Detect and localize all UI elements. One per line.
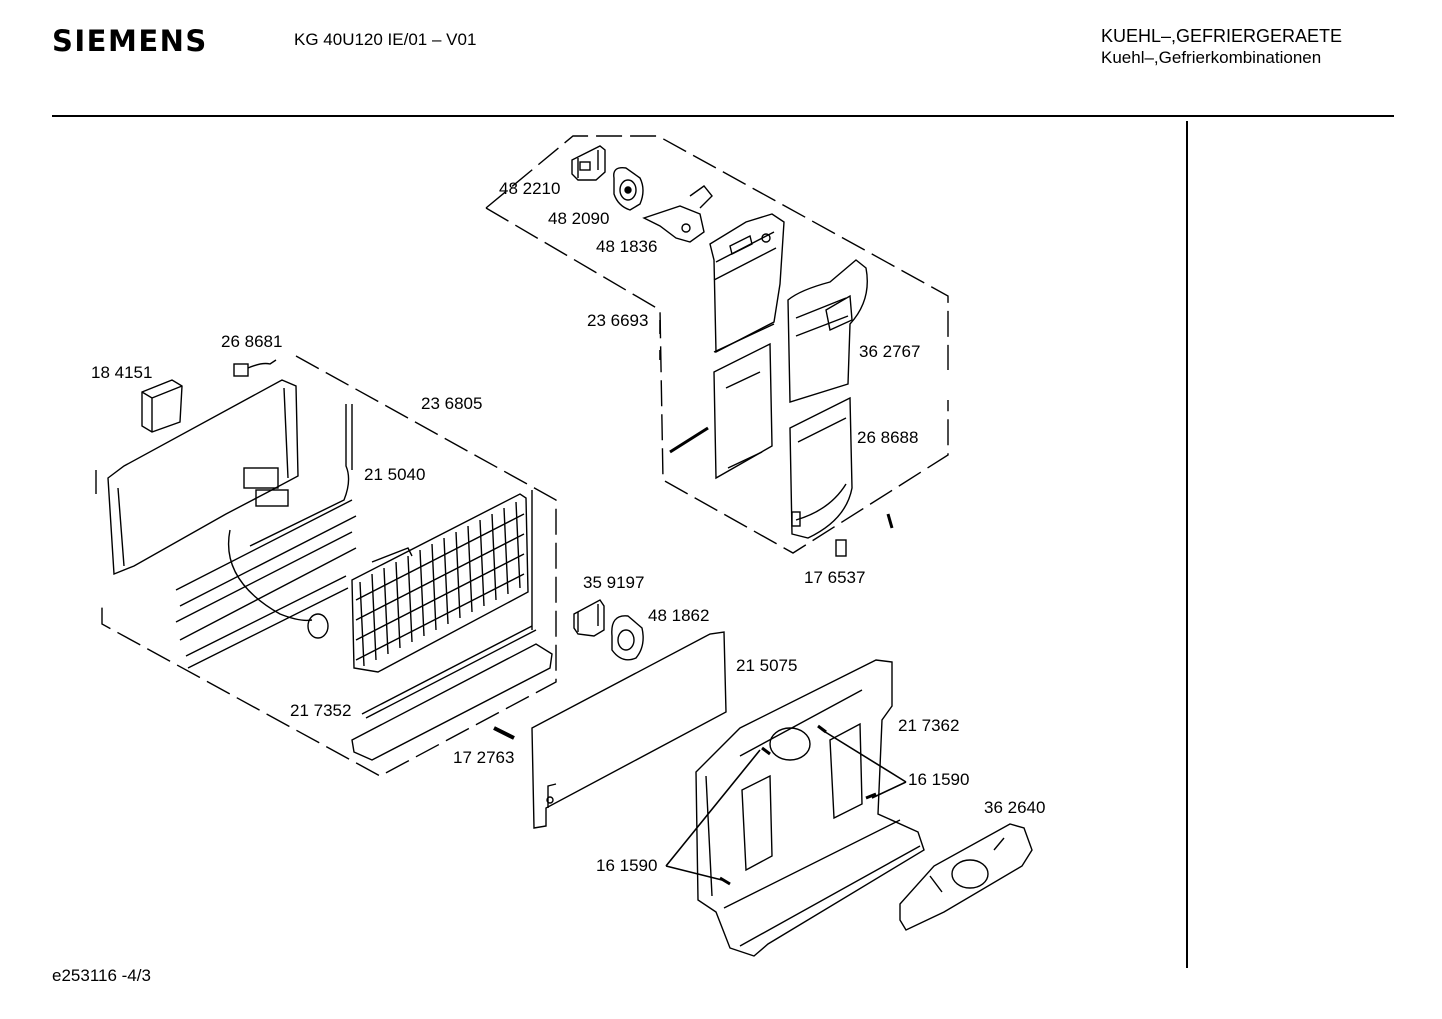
capillary-tube-part-icon [249,404,353,547]
header-divider [52,115,1394,117]
part-label-16-1590-lower: 16 1590 [596,856,657,875]
part-label-36-2767: 36 2767 [859,342,920,361]
part-label-16-1590-upper: 16 1590 [908,770,969,789]
part-label-48-1836: 48 1836 [596,237,657,256]
part-label-21-7362: 21 7362 [898,716,959,735]
part-label-26-8688: 26 8688 [857,428,918,447]
category-subtitle: Kuehl–,Gefrierkombinationen [1101,48,1322,67]
part-label-35-9197: 35 9197 [583,573,644,592]
part-label-21-5040: 21 5040 [364,465,425,484]
part-label-17-6537: 17 6537 [804,568,865,587]
model-number: KG 40U120 IE/01 – V01 [294,30,477,49]
flap-bracket-part-icon [642,185,713,243]
evaporator-rear-wall-part-icon [107,379,299,576]
screw-part-icon [719,724,877,886]
fan-cover-front-part-icon [709,213,785,354]
part-label-26-8681: 26 8681 [221,332,282,351]
bracket-part-icon [571,145,606,181]
category-title: KUEHL–,GEFRIERGERAETE [1101,26,1343,46]
group-boundary-fan-cover [485,135,949,554]
brand-logo: SIEMENS [52,24,208,58]
sensor-part-icon [233,359,277,377]
heater-rod-part-icon [493,726,515,740]
leader-lines [659,320,907,881]
drip-tray-part-icon [351,625,553,761]
fan-frame-part-icon [695,659,925,957]
evaporator-tubes-part-icon [175,499,357,669]
frame-cover-part-icon [899,823,1033,931]
air-duct-panel-part-icon [789,396,853,539]
side-divider [1186,121,1188,968]
fan-wheel-part-icon [611,615,644,661]
lower-panel-part-icon [669,342,773,480]
clip-part-icon [835,513,894,557]
fan-bracket-part-icon [573,599,605,637]
capacitor-part-icon [141,379,183,433]
cover-panel-part-icon [531,631,727,829]
part-label-23-6805: 23 6805 [421,394,482,413]
fan-cover-rear-part-icon [787,259,868,403]
part-label-18-4151: 18 4151 [91,363,152,382]
part-label-21-5075: 21 5075 [736,656,797,675]
group-boundary-evaporator [95,355,557,777]
part-label-36-2640: 36 2640 [984,798,1045,817]
part-label-23-6693: 23 6693 [587,311,648,330]
motor-part-icon [613,167,644,211]
part-label-21-7352: 21 7352 [290,701,351,720]
part-label-48-2210: 48 2210 [499,179,560,198]
part-label-17-2763: 17 2763 [453,748,514,767]
part-number-labels: 48 2210 48 2090 48 1836 23 6693 36 2767 … [91,179,1045,875]
evaporator-coil-part-icon [351,490,533,673]
part-label-48-2090: 48 2090 [548,209,609,228]
part-label-48-1862: 48 1862 [648,606,709,625]
drawing-id: e253116 -4/3 [52,966,151,985]
